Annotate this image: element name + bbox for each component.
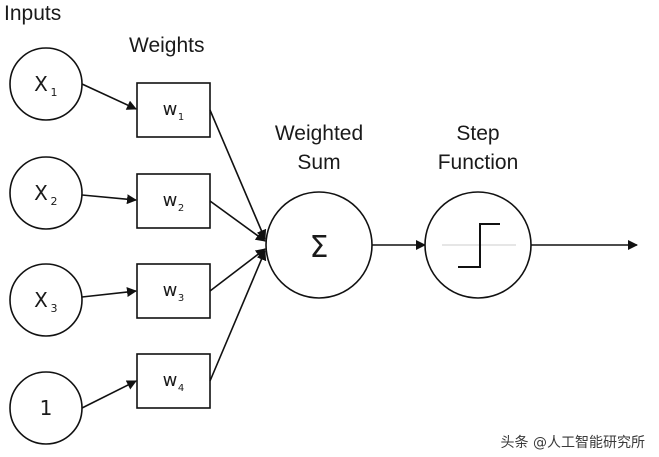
weight-box-2-label: w xyxy=(163,190,178,211)
watermark: 头条 @人工智能研究所 xyxy=(500,435,645,451)
step-function-heading-line2: Function xyxy=(437,151,519,174)
arrow-x3-to-w3 xyxy=(81,287,137,298)
arrow-w2-to-sum xyxy=(209,200,266,242)
input-node-2-label: X xyxy=(34,181,48,205)
weight-box-1-subscript: 1 xyxy=(178,112,184,123)
step-function-heading-line1: Step xyxy=(456,122,500,145)
arrow-w3-to-sum xyxy=(209,248,266,292)
input-node-bias: 1 xyxy=(9,371,83,445)
weight-box-4: w 4 xyxy=(136,353,211,409)
arrow-w1-to-sum xyxy=(209,109,267,240)
weight-box-2-subscript: 2 xyxy=(178,203,184,214)
step-function-icon xyxy=(458,223,500,268)
sigma-icon: Σ xyxy=(310,230,329,265)
weight-box-4-subscript: 4 xyxy=(178,383,184,394)
weight-box-1-label: w xyxy=(163,99,178,120)
input-node-1: X 1 xyxy=(9,47,83,121)
step-function-node xyxy=(424,191,532,299)
input-node-1-subscript: 1 xyxy=(51,86,58,99)
weight-box-2: w 2 xyxy=(136,173,211,229)
arrow-x1-to-w1 xyxy=(81,83,137,110)
weighted-sum-node: Σ xyxy=(265,191,373,299)
arrow-w4-to-sum xyxy=(209,250,267,382)
arrow-x2-to-w2 xyxy=(81,194,137,205)
weight-box-4-label: w xyxy=(163,370,178,391)
input-node-3-subscript: 3 xyxy=(51,302,58,315)
input-node-3-label: X xyxy=(34,288,48,312)
input-node-2: X 2 xyxy=(9,156,83,230)
weight-box-3-label: w xyxy=(163,280,178,301)
arrow-bias-to-w4 xyxy=(81,380,137,409)
weighted-sum-heading-line1: Weighted xyxy=(274,122,364,145)
weight-box-1: w 1 xyxy=(136,82,211,138)
weights-heading: Weights xyxy=(129,34,205,57)
weighted-sum-heading-line2: Sum xyxy=(297,151,341,174)
input-node-bias-label: 1 xyxy=(40,396,53,420)
weight-box-3-subscript: 3 xyxy=(178,293,184,304)
weight-box-3: w 3 xyxy=(136,263,211,319)
input-node-2-subscript: 2 xyxy=(51,195,58,208)
inputs-heading: Inputs xyxy=(4,2,62,25)
input-node-3: X 3 xyxy=(9,263,83,337)
input-node-1-label: X xyxy=(34,72,48,96)
